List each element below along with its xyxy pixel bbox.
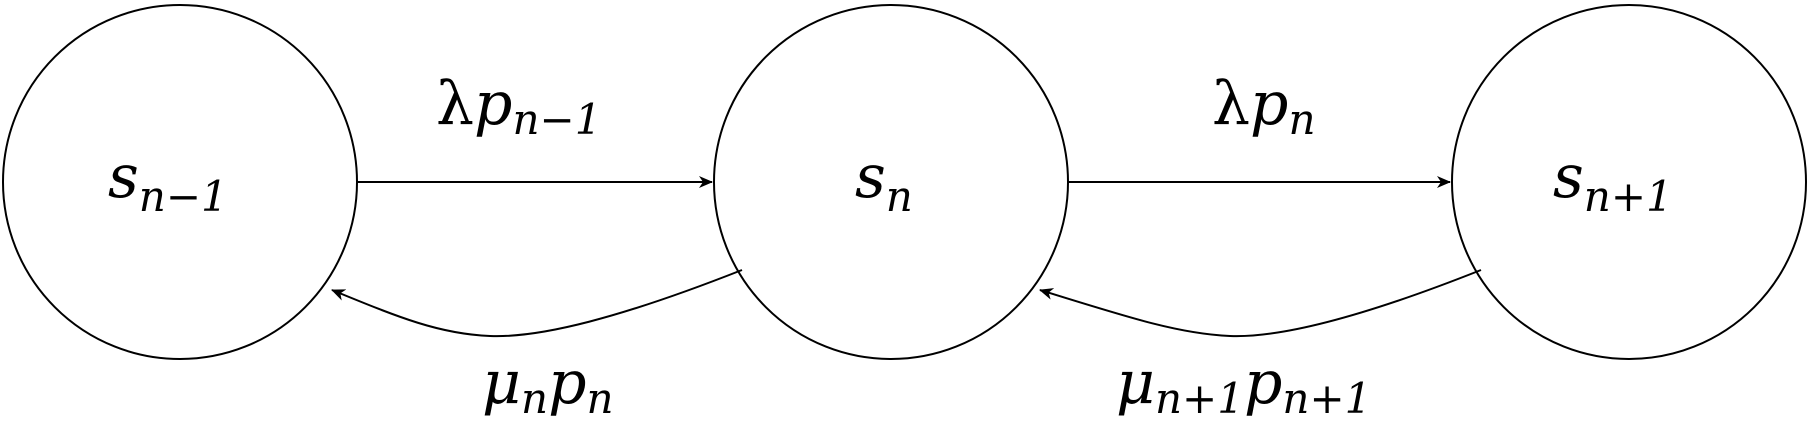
state-label-prev: sn−1 <box>108 142 228 221</box>
state-node-prev <box>2 4 358 360</box>
backward-arrow-next-to-current <box>1039 269 1482 338</box>
state-label-current: sn <box>855 142 913 221</box>
forward-rate-label-2: λpn <box>1212 69 1316 144</box>
backward-arrow-current-to-prev <box>331 269 743 338</box>
backward-rate-label-1: μnpn <box>482 348 614 421</box>
state-node-next <box>1451 4 1807 360</box>
forward-rate-label-1: λpn−1 <box>436 69 601 144</box>
backward-rate-label-2: μn+1pn+1 <box>1116 348 1371 421</box>
state-label-next: sn+1 <box>1553 142 1673 221</box>
